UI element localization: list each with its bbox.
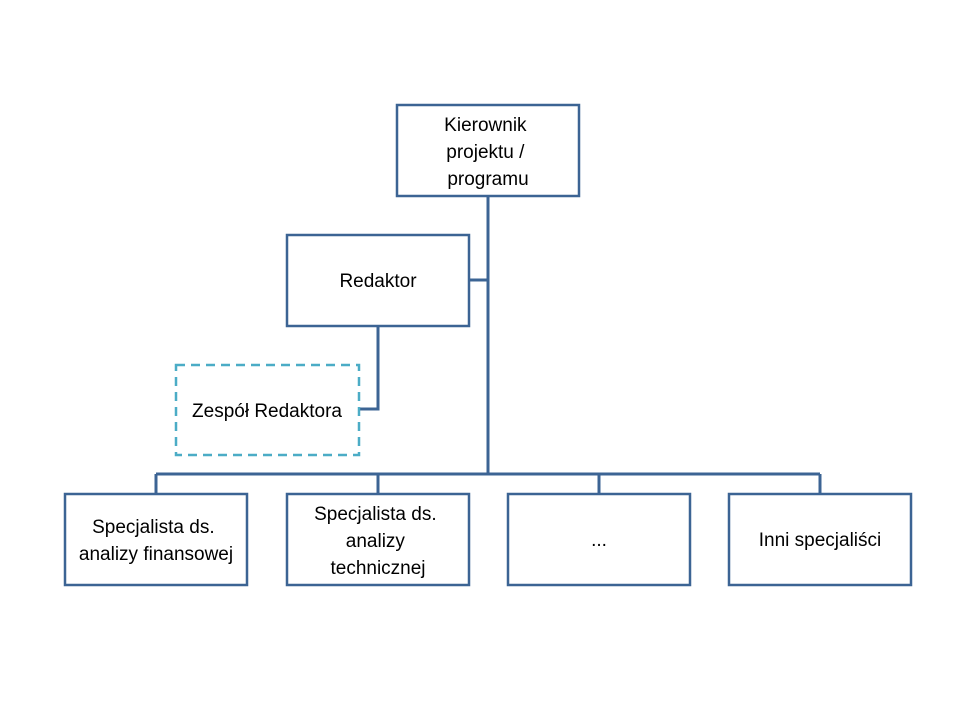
node-manager-label: Kierownik projektu / programu <box>444 115 532 190</box>
node-spec-other[interactable]: Inni specjaliści <box>727 492 913 587</box>
node-spec-more-label: ... <box>591 530 607 551</box>
node-editor-team-label: Zespół Redaktora <box>192 401 342 422</box>
node-spec-financial-line-2: analizy finansowej <box>79 544 233 565</box>
node-spec-other-line-1: Inni specjaliści <box>759 530 882 551</box>
node-manager-line-1: Kierownik <box>444 115 527 136</box>
node-manager-line-2: projektu / <box>446 142 525 163</box>
node-spec-technical-line-3: technicznej <box>330 558 425 579</box>
node-spec-more-line-1: ... <box>591 530 607 551</box>
node-spec-technical-label: Specjalista ds. analizy technicznej <box>314 504 442 579</box>
connector-editor-team <box>360 326 380 411</box>
node-spec-technical-box <box>285 492 471 587</box>
node-spec-other-box <box>727 492 913 587</box>
node-spec-more[interactable]: ... <box>506 492 692 587</box>
connectors <box>154 196 822 494</box>
node-editor-team-box <box>174 363 361 457</box>
node-spec-financial-label: Specjalista ds. analizy finansowej <box>79 517 233 565</box>
node-manager[interactable]: Kierownik projektu / programu <box>395 103 581 198</box>
node-editor-team-line-1: Zespół Redaktora <box>192 401 342 422</box>
node-editor-box <box>285 233 471 328</box>
node-spec-financial[interactable]: Specjalista ds. analizy finansowej <box>63 492 249 587</box>
node-spec-technical-line-1: Specjalista ds. <box>314 504 437 525</box>
node-spec-other-label: Inni specjaliści <box>759 530 882 551</box>
node-manager-line-3: programu <box>447 169 528 190</box>
node-spec-financial-line-1: Specjalista ds. <box>92 517 215 538</box>
node-spec-more-box <box>506 492 692 587</box>
node-spec-financial-box <box>63 492 249 587</box>
node-editor-team[interactable]: Zespół Redaktora <box>174 363 361 457</box>
node-editor-label: Redaktor <box>339 271 417 292</box>
node-spec-technical[interactable]: Specjalista ds. analizy technicznej <box>285 492 471 587</box>
node-editor-line-1: Redaktor <box>339 271 417 292</box>
node-manager-box <box>395 103 581 198</box>
node-spec-technical-line-2: analizy <box>346 531 406 552</box>
node-editor[interactable]: Redaktor <box>285 233 471 328</box>
